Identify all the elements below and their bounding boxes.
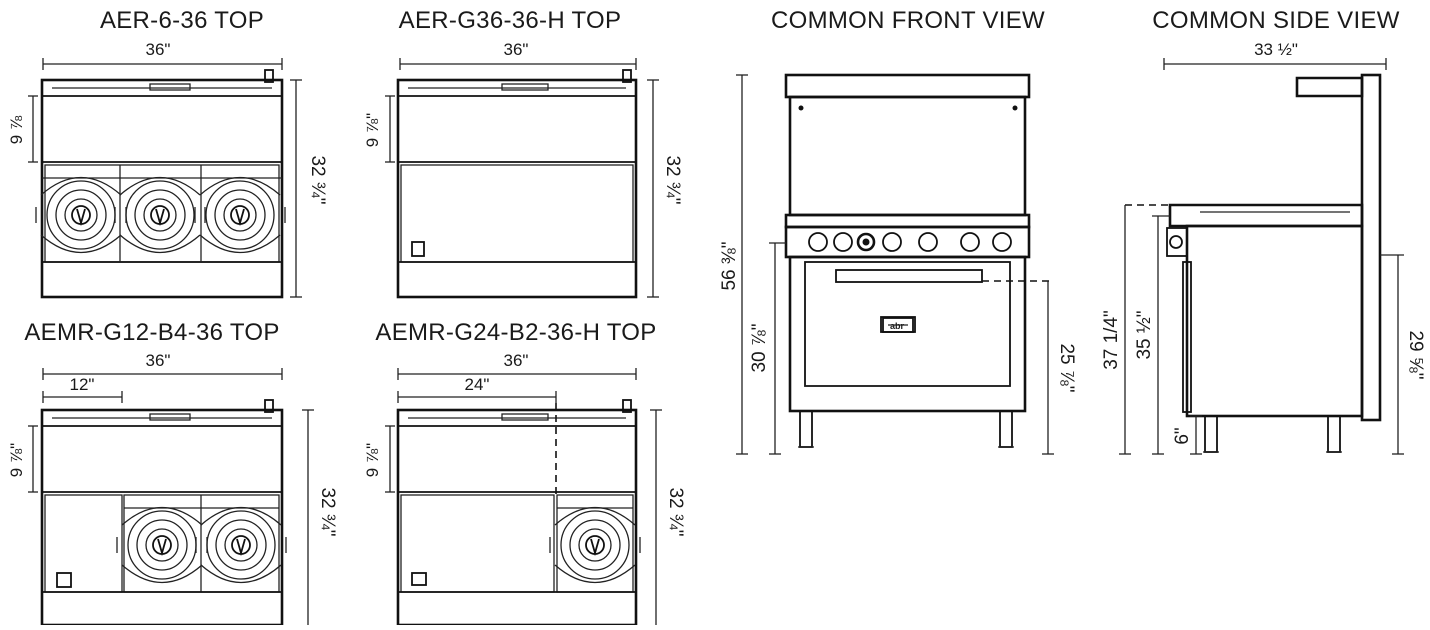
range-outline <box>396 399 638 627</box>
depth-dimension-line <box>647 79 659 298</box>
height-c-dimension: 29 ⅝" <box>1405 330 1426 379</box>
depth-dimension-line <box>650 409 662 625</box>
splash-dimension: 9 ⅞" <box>363 443 382 477</box>
width-dimension-line <box>397 368 637 380</box>
width-dimension: 36" <box>504 40 529 59</box>
depth-dimension-line <box>290 79 302 298</box>
oven-height-dimension: 25 ⅞" <box>1056 343 1077 392</box>
view-aemr-g24-b2-36-h: AEMR-G24-B2-36-H TOP 36" 24" <box>363 319 686 627</box>
height-b-dimension-line <box>1152 215 1170 455</box>
view-title: AER-6-36 TOP <box>100 7 264 34</box>
depth-dimension: 32 ¾" <box>317 487 338 536</box>
width-dimension-line <box>42 368 283 380</box>
width-dimension: 36" <box>146 40 171 59</box>
badge-plate: abr <box>880 316 916 333</box>
control-knobs <box>808 232 1012 252</box>
view-title: COMMON FRONT VIEW <box>771 7 1045 34</box>
splash-dimension: 9 ⅞" <box>7 443 26 477</box>
depth-dimension: 32 ¾" <box>307 155 328 204</box>
depth-dimension: 32 ¾" <box>665 487 686 536</box>
width-dimension-line <box>42 58 283 70</box>
griddle-width-dimension-line <box>397 391 557 403</box>
view-aer-g36-36-h: AER-G36-36-H TOP 36" 9 ⅞" 32 ¾" <box>363 7 683 299</box>
leg-dimension: 6" <box>1172 427 1193 444</box>
range-outline <box>40 399 284 627</box>
work-height-dimension-line <box>769 242 786 455</box>
view-title: AER-G36-36-H TOP <box>399 7 622 34</box>
depth-dimension: 32 ¾" <box>662 155 683 204</box>
work-height-dimension: 30 ⅞" <box>749 323 770 372</box>
griddle-width-dimension: 12" <box>70 375 95 394</box>
width-dimension-line <box>399 58 637 70</box>
front-elevation <box>784 73 1031 448</box>
depth-dimension-line <box>302 409 314 625</box>
griddle-width-dimension-line <box>42 391 123 403</box>
splash-dimension-line <box>385 425 395 493</box>
view-title: AEMR-G12-B4-36 TOP <box>24 319 279 346</box>
griddle-width-dimension: 24" <box>465 375 490 394</box>
splash-dimension: 9 ⅞" <box>363 113 382 147</box>
side-elevation <box>1166 73 1382 453</box>
view-title: COMMON SIDE VIEW <box>1152 7 1400 34</box>
burner-grate <box>35 176 286 254</box>
oven-height-dimension-line <box>982 280 1054 455</box>
view-aemr-g12-b4-36: AEMR-G12-B4-36 TOP 36" 12" <box>7 319 338 627</box>
width-dimension: 36" <box>146 351 171 370</box>
height-c-dimension-line <box>1380 254 1404 455</box>
badge-text: abr <box>890 321 905 331</box>
height-a-dimension-line <box>1119 204 1170 455</box>
view-title: AEMR-G24-B2-36-H TOP <box>375 319 656 346</box>
leg-dimension-line <box>1190 415 1202 455</box>
griddle-outline <box>396 69 638 299</box>
range-outline <box>40 69 284 299</box>
splash-dimension-line <box>28 95 38 163</box>
view-common-front: COMMON FRONT VIEW abr <box>719 7 1077 455</box>
view-common-side: COMMON SIDE VIEW 33 ½" 37 1/4" 35 ½" <box>1101 7 1426 455</box>
burner-grate <box>549 506 641 584</box>
splash-dimension-line <box>28 425 38 493</box>
depth-dimension: 33 ½" <box>1254 40 1298 59</box>
height-b-dimension: 35 ½" <box>1134 310 1155 359</box>
overall-height-dimension: 56 ⅜" <box>719 241 740 290</box>
overall-height-dimension-line <box>736 74 748 455</box>
width-dimension: 36" <box>504 351 529 370</box>
height-a-dimension: 37 1/4" <box>1101 310 1122 370</box>
splash-dimension: 9 ⅞ <box>7 115 26 144</box>
view-aer-6-36: AER-6-36 TOP 36" 9 ⅞ <box>7 7 328 299</box>
splash-dimension-line <box>385 95 395 163</box>
depth-dimension-line <box>1163 58 1387 70</box>
